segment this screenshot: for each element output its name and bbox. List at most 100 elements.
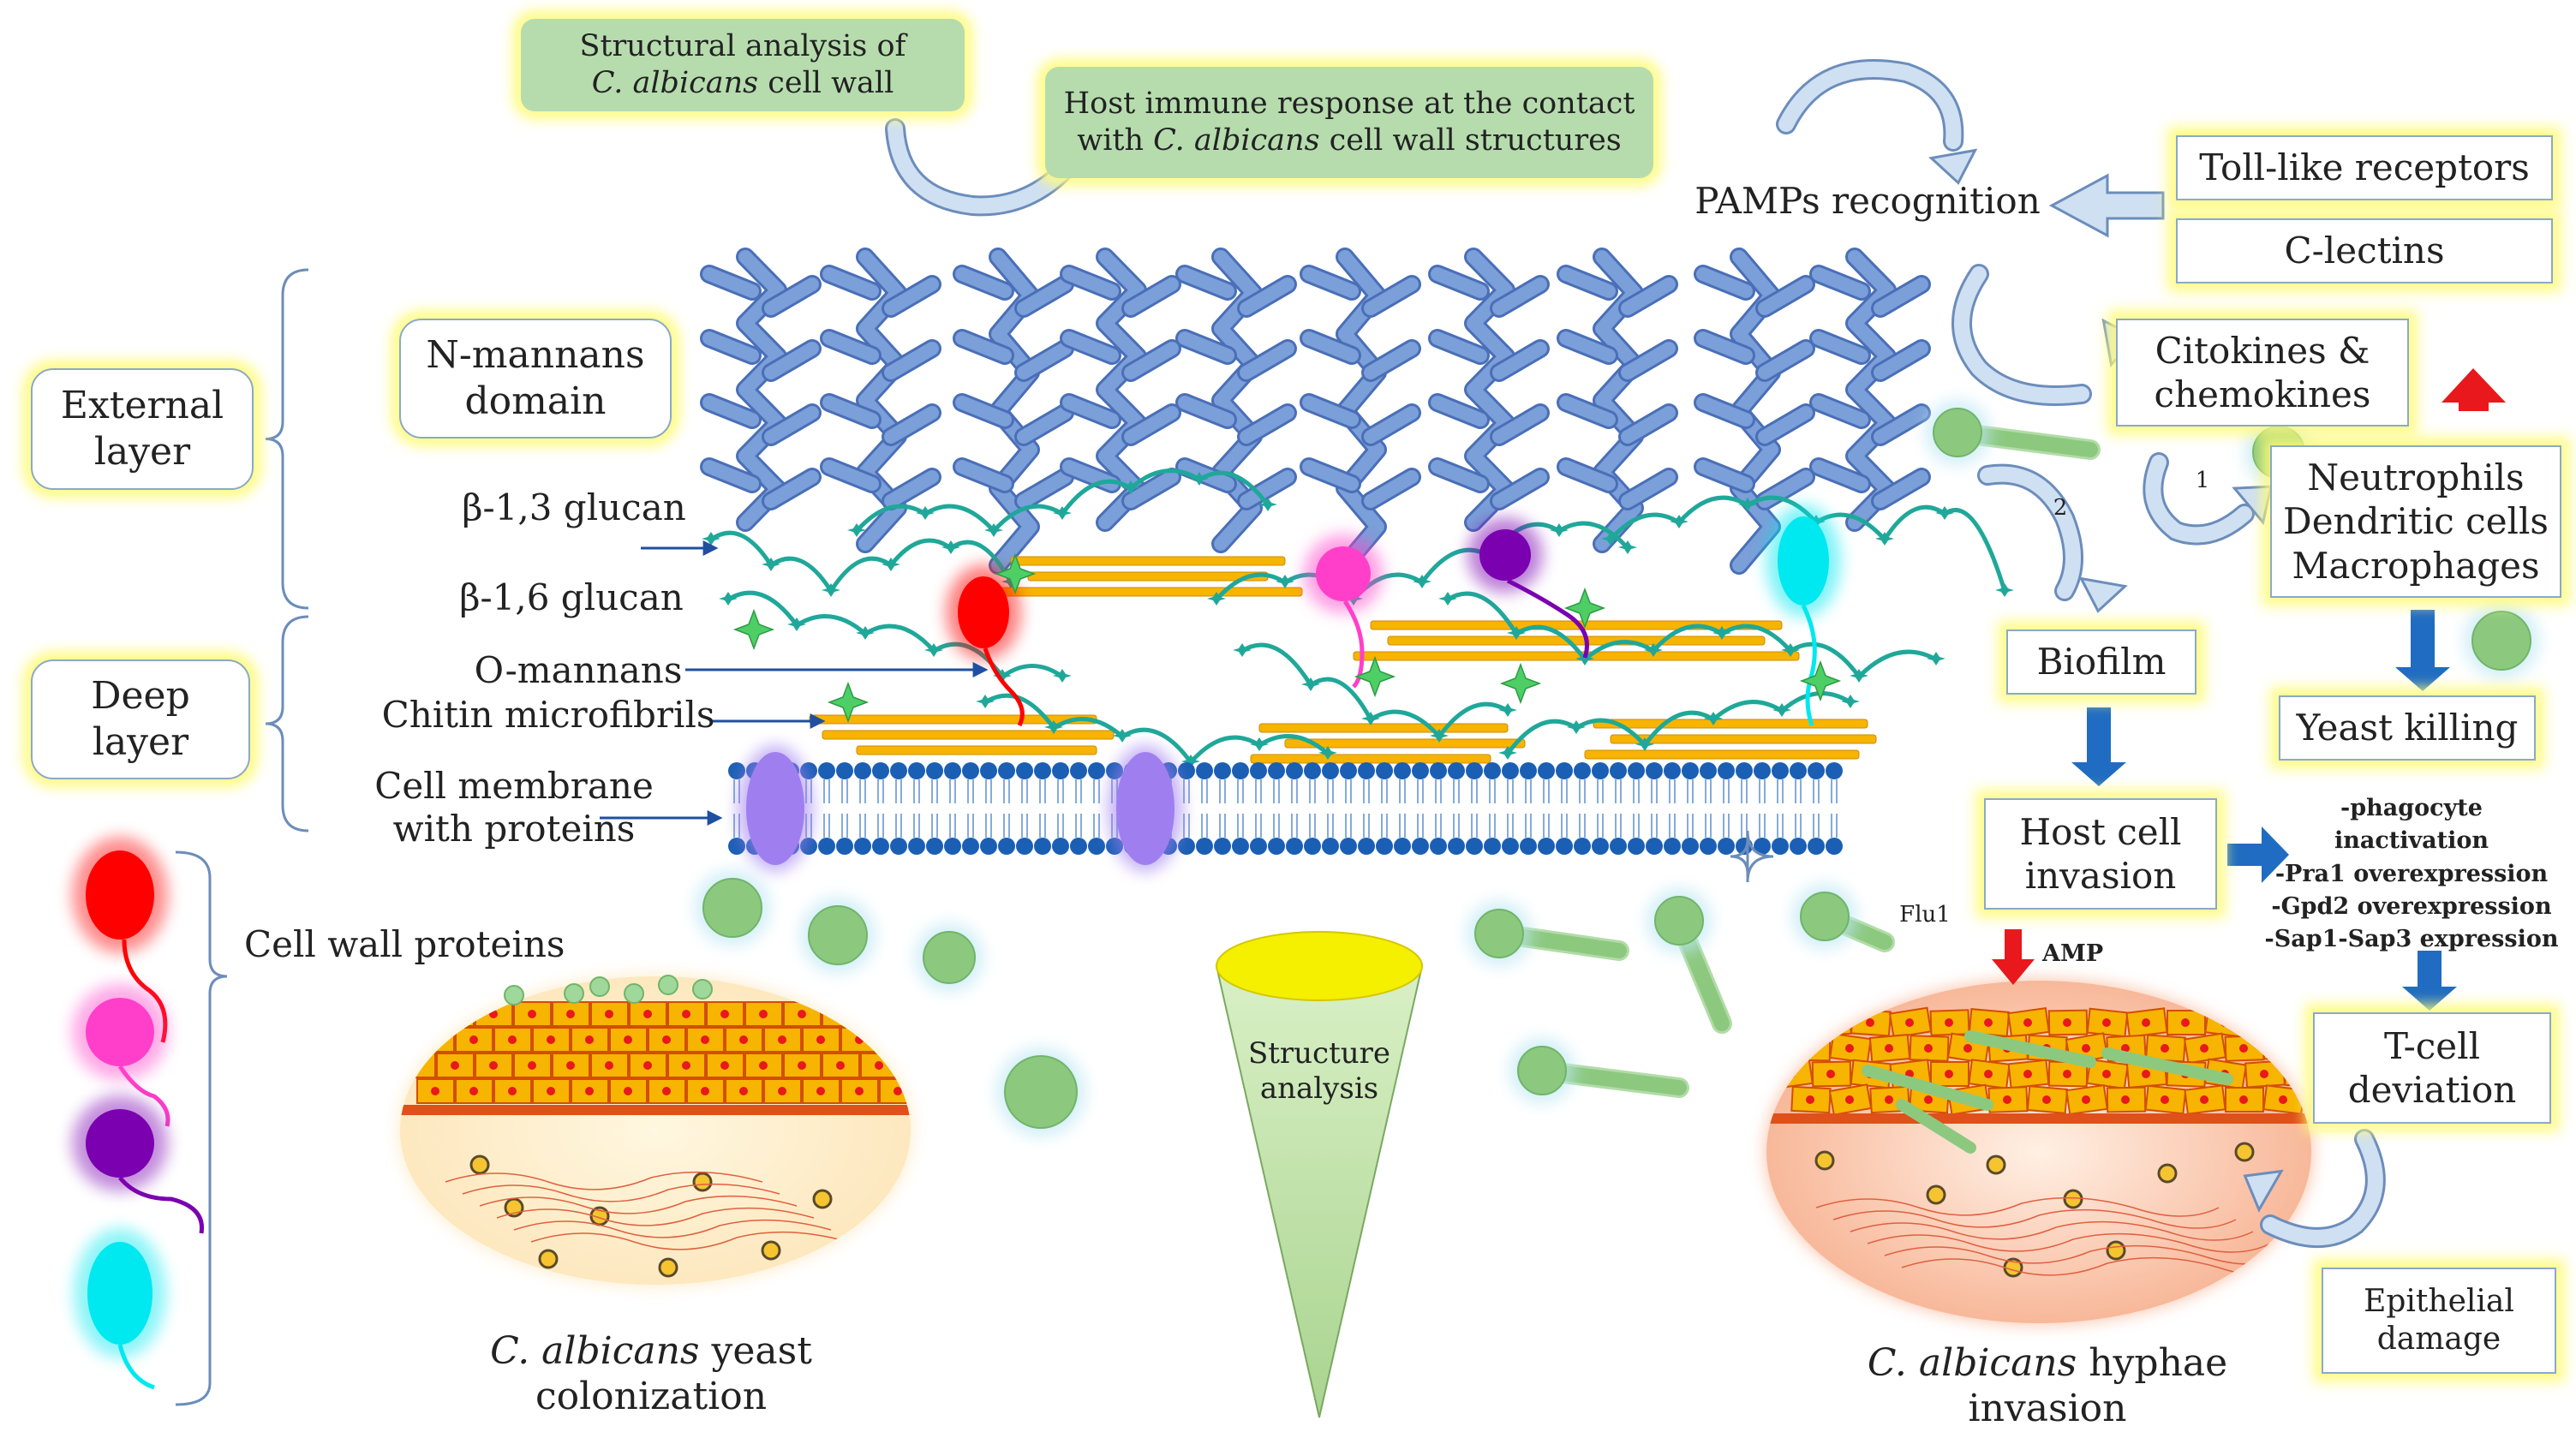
epithelial-cell: [899, 1053, 911, 1078]
mannan-branch: [1124, 277, 1179, 315]
lipid-tail: [913, 779, 920, 838]
lipid-head: [1178, 762, 1195, 779]
glucan-node: [976, 695, 995, 708]
damaged-nucleus: [2161, 1044, 2169, 1053]
damaged-nucleus: [1826, 1018, 1835, 1027]
external-layer-brace: [265, 268, 309, 610]
lipid-tail: [1615, 779, 1622, 838]
lipid-tail: [1309, 779, 1316, 838]
hyphae-granule: [2157, 1163, 2178, 1184]
lipid-head: [872, 762, 889, 779]
lipid-head: [1268, 838, 1285, 855]
lipid-head: [1304, 762, 1321, 779]
lipid-tail: [877, 779, 884, 838]
legend-protein: [86, 1109, 154, 1178]
c-lectins-box: C-lectins: [2176, 218, 2553, 283]
lipid-head: [1790, 838, 1807, 855]
invading-hypha: [1862, 1065, 1993, 1111]
lipid-tail: [1291, 779, 1298, 838]
mannan-branch: [702, 396, 759, 427]
external-layer-line2: layer: [93, 430, 191, 474]
lipid-head: [1052, 762, 1069, 779]
lipid-head: [1808, 838, 1825, 855]
hyphae-capillary: [1867, 1232, 2271, 1253]
epithelial-nucleus: [528, 1010, 536, 1018]
epithelial-nucleus: [605, 1010, 613, 1018]
hyphae-granule: [2234, 1142, 2255, 1162]
glucan-node: [1498, 703, 1517, 717]
lipid-head: [1088, 762, 1105, 779]
lipid-tail: [1723, 779, 1730, 838]
lipid-head: [1700, 762, 1717, 779]
epithelial-nucleus: [528, 1061, 536, 1070]
glucan-node: [702, 532, 720, 546]
epithelial-nucleus: [662, 1087, 671, 1095]
glucan-node: [916, 506, 935, 520]
mannan-branch: [1758, 406, 1813, 444]
lipid-tail: [949, 779, 956, 838]
yeast-caption-line2: colonization: [535, 1374, 768, 1418]
n-mannans-line1: N-mannans: [426, 333, 645, 378]
mannan-branch: [1017, 342, 1072, 379]
lipid-head: [1700, 838, 1717, 855]
lipid-head: [818, 762, 835, 779]
mannan-branch: [702, 460, 759, 491]
cell-membrane-line1: Cell membrane: [374, 765, 654, 807]
epithelial-cell: [879, 1027, 911, 1053]
curved-arrow-citokines: [1954, 266, 2089, 403]
lipid-head: [1556, 838, 1573, 855]
t-cell-line2: deviation: [2347, 1069, 2517, 1111]
epithelial-nucleus: [662, 1035, 671, 1044]
hypha-tip: [1517, 1046, 1567, 1095]
mannan-branch: [1696, 331, 1753, 362]
lipid-head: [836, 838, 853, 855]
hyphae-granule: [1926, 1184, 1946, 1205]
epithelial-nucleus: [855, 1087, 864, 1095]
lipid-tail: [1219, 779, 1226, 838]
epithelial-nucleus: [816, 1087, 825, 1095]
epithelial-nucleus: [451, 1010, 459, 1018]
glucan-node: [762, 558, 780, 571]
glucan-node: [1507, 626, 1526, 640]
glucan-node: [847, 523, 866, 537]
glucan-node: [1995, 583, 2014, 597]
lipid-head: [1394, 762, 1411, 779]
damaged-nucleus: [2299, 1018, 2308, 1027]
capillary: [462, 1183, 780, 1202]
mannan-branch: [1431, 331, 1487, 362]
glucan-node: [822, 583, 840, 597]
glucan-node: [1635, 737, 1654, 751]
invading-hypha: [1964, 1030, 2096, 1068]
lipid-head: [1394, 838, 1411, 855]
epithelial-nucleus: [932, 1035, 941, 1044]
species-name: C. albicans: [591, 66, 759, 100]
lipid-tail: [1525, 779, 1532, 838]
hyphae-capillary: [1884, 1244, 2288, 1265]
lipid-head: [1232, 762, 1249, 779]
epithelial-nucleus: [798, 1061, 806, 1070]
surface-yeast: [589, 976, 610, 997]
arrow-to-host-invasion: [2071, 707, 2126, 786]
damaged-nucleus: [1945, 1018, 1953, 1027]
epithelial-nucleus: [412, 1061, 421, 1070]
lipid-tail: [1489, 779, 1496, 838]
lipid-head: [1484, 762, 1501, 779]
mannan-branch: [1062, 331, 1119, 362]
deep-layer-line2: layer: [92, 720, 189, 764]
glucan-node: [1233, 643, 1252, 657]
glucan-node: [1430, 729, 1449, 743]
lipid-head: [890, 838, 907, 855]
mannan-branch: [1559, 267, 1616, 298]
structural-analysis-line1: Structural analysis of: [579, 29, 906, 64]
epithelial-nucleus: [836, 1010, 845, 1018]
surface-yeast: [658, 975, 678, 995]
epithelial-cell: [899, 1001, 911, 1027]
lipid-head: [1196, 838, 1213, 855]
structural-analysis-rest: cell wall: [758, 66, 894, 100]
lipid-head: [1016, 838, 1033, 855]
lipid-head: [1502, 762, 1519, 779]
glucan-node: [1601, 532, 1620, 546]
lipid-head: [1034, 762, 1051, 779]
structure-analysis-label: Structure analysis: [1234, 1036, 1405, 1107]
mannan-branch: [1124, 406, 1179, 444]
